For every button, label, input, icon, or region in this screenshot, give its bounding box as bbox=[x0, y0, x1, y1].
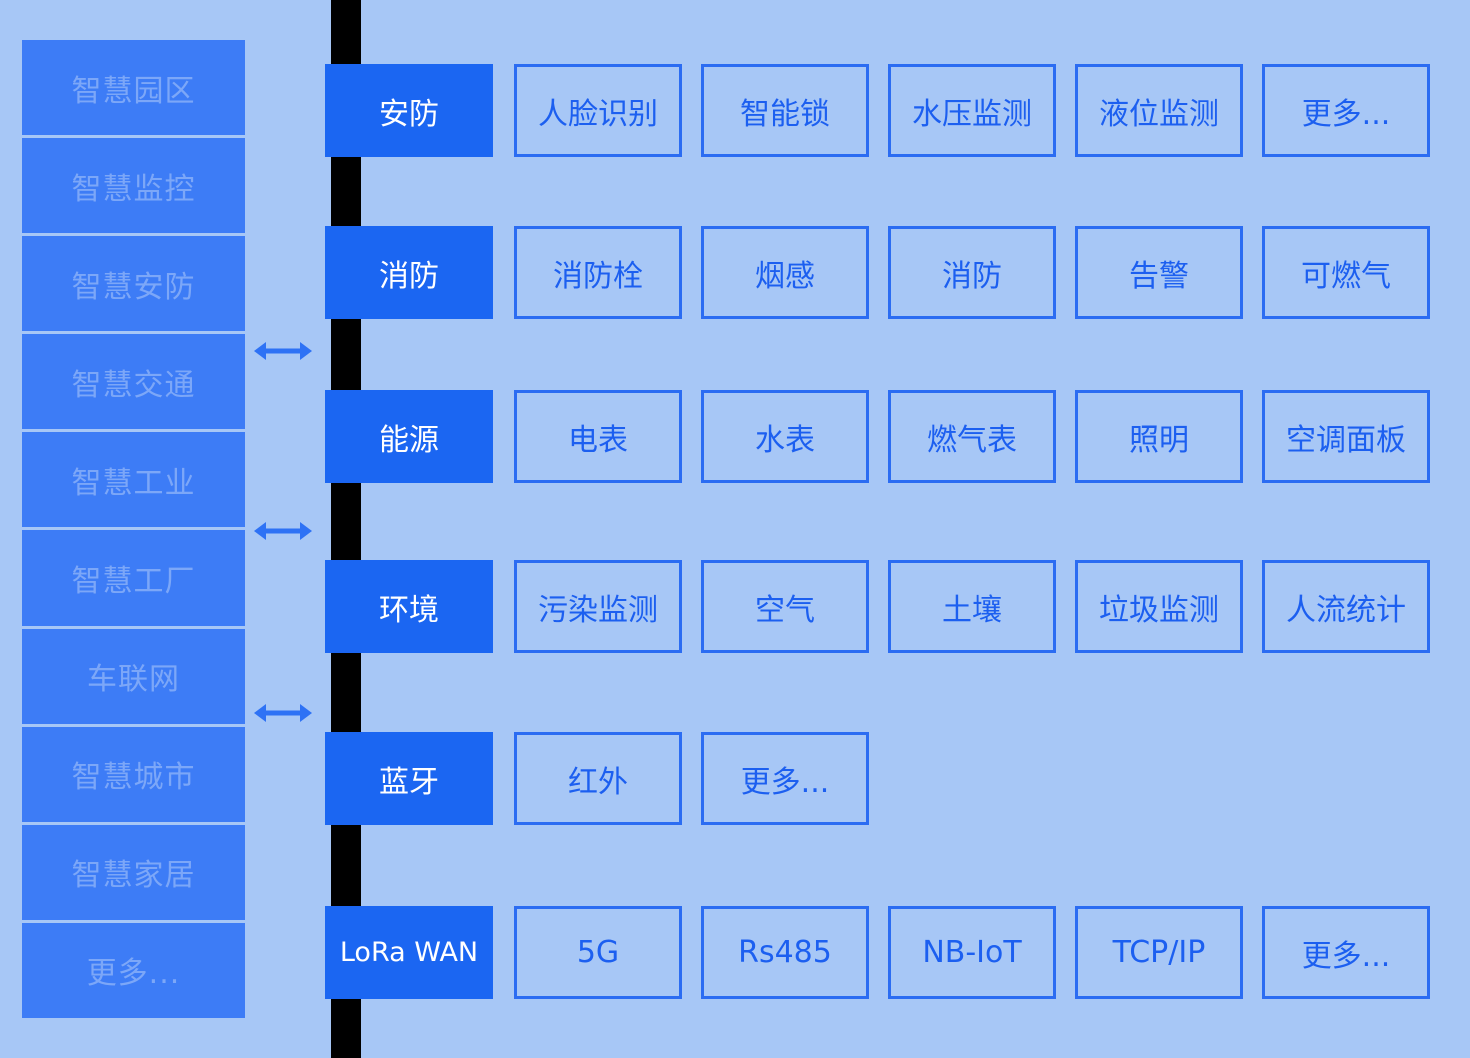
application-sidebar: 智慧园区 智慧监控 智慧安防 智慧交通 智慧工业 智慧工厂 车联网 智慧城市 智… bbox=[22, 40, 245, 1018]
sidebar-item-smart-home: 智慧家居 bbox=[22, 824, 245, 920]
sidebar-item-smart-traffic: 智慧交通 bbox=[22, 334, 245, 430]
category-row-security: 安防 人脸识别 智能锁 水压监测 液位监测 更多... bbox=[325, 64, 1449, 157]
feature-box-water-pressure: 水压监测 bbox=[888, 64, 1056, 157]
sidebar-item-smart-industry: 智慧工业 bbox=[22, 432, 245, 528]
feature-box-soil: 土壤 bbox=[888, 560, 1056, 653]
sidebar-item-smart-monitoring: 智慧监控 bbox=[22, 138, 245, 234]
feature-box-alarm: 告警 bbox=[1075, 226, 1243, 319]
bidirectional-arrow-icon bbox=[254, 522, 312, 540]
category-row-energy: 能源 电表 水表 燃气表 照明 空调面板 bbox=[325, 390, 1449, 483]
category-header-security: 安防 bbox=[325, 64, 493, 157]
feature-box-pollution-monitoring: 污染监测 bbox=[514, 560, 682, 653]
feature-box-infrared: 红外 bbox=[514, 732, 682, 825]
feature-box-fire-hydrant: 消防栓 bbox=[514, 226, 682, 319]
feature-box-water-meter: 水表 bbox=[701, 390, 869, 483]
sidebar-item-smart-factory: 智慧工厂 bbox=[22, 530, 245, 626]
feature-box-people-counting: 人流统计 bbox=[1262, 560, 1430, 653]
category-row-environment: 环境 污染监测 空气 土壤 垃圾监测 人流统计 bbox=[325, 560, 1449, 653]
feature-box-5g: 5G bbox=[514, 906, 682, 999]
feature-box-air: 空气 bbox=[701, 560, 869, 653]
feature-box-lighting: 照明 bbox=[1075, 390, 1243, 483]
category-row-lorawan: LoRa WAN 5G Rs485 NB-IoT TCP/IP 更多... bbox=[325, 906, 1449, 999]
feature-box-combustible-gas: 可燃气 bbox=[1262, 226, 1430, 319]
category-header-energy: 能源 bbox=[325, 390, 493, 483]
sidebar-item-smart-city: 智慧城市 bbox=[22, 726, 245, 822]
category-header-lorawan: LoRa WAN bbox=[325, 906, 493, 999]
sidebar-item-smart-security: 智慧安防 bbox=[22, 236, 245, 332]
feature-box-smart-lock: 智能锁 bbox=[701, 64, 869, 157]
sidebar-item-smart-park: 智慧园区 bbox=[22, 40, 245, 136]
feature-box-more: 更多... bbox=[701, 732, 869, 825]
feature-box-more: 更多... bbox=[1262, 64, 1430, 157]
feature-box-garbage-monitoring: 垃圾监测 bbox=[1075, 560, 1243, 653]
category-row-fire: 消防 消防栓 烟感 消防 告警 可燃气 bbox=[325, 226, 1449, 319]
category-header-fire: 消防 bbox=[325, 226, 493, 319]
feature-box-electric-meter: 电表 bbox=[514, 390, 682, 483]
category-row-bluetooth: 蓝牙 红外 更多... bbox=[325, 732, 888, 825]
category-header-environment: 环境 bbox=[325, 560, 493, 653]
category-header-bluetooth: 蓝牙 bbox=[325, 732, 493, 825]
feature-box-nb-iot: NB-IoT bbox=[888, 906, 1056, 999]
backbone-bar bbox=[331, 0, 361, 1058]
sidebar-item-more: 更多... bbox=[22, 922, 245, 1018]
bidirectional-arrow-icon bbox=[254, 704, 312, 722]
bidirectional-arrow-icon bbox=[254, 342, 312, 360]
feature-box-rs485: Rs485 bbox=[701, 906, 869, 999]
sidebar-item-iov: 车联网 bbox=[22, 628, 245, 724]
feature-box-smoke-sensor: 烟感 bbox=[701, 226, 869, 319]
feature-box-face-recognition: 人脸识别 bbox=[514, 64, 682, 157]
feature-box-liquid-level: 液位监测 bbox=[1075, 64, 1243, 157]
feature-box-fire: 消防 bbox=[888, 226, 1056, 319]
feature-box-more: 更多... bbox=[1262, 906, 1430, 999]
feature-box-tcp-ip: TCP/IP bbox=[1075, 906, 1243, 999]
feature-box-gas-meter: 燃气表 bbox=[888, 390, 1056, 483]
feature-box-ac-panel: 空调面板 bbox=[1262, 390, 1430, 483]
